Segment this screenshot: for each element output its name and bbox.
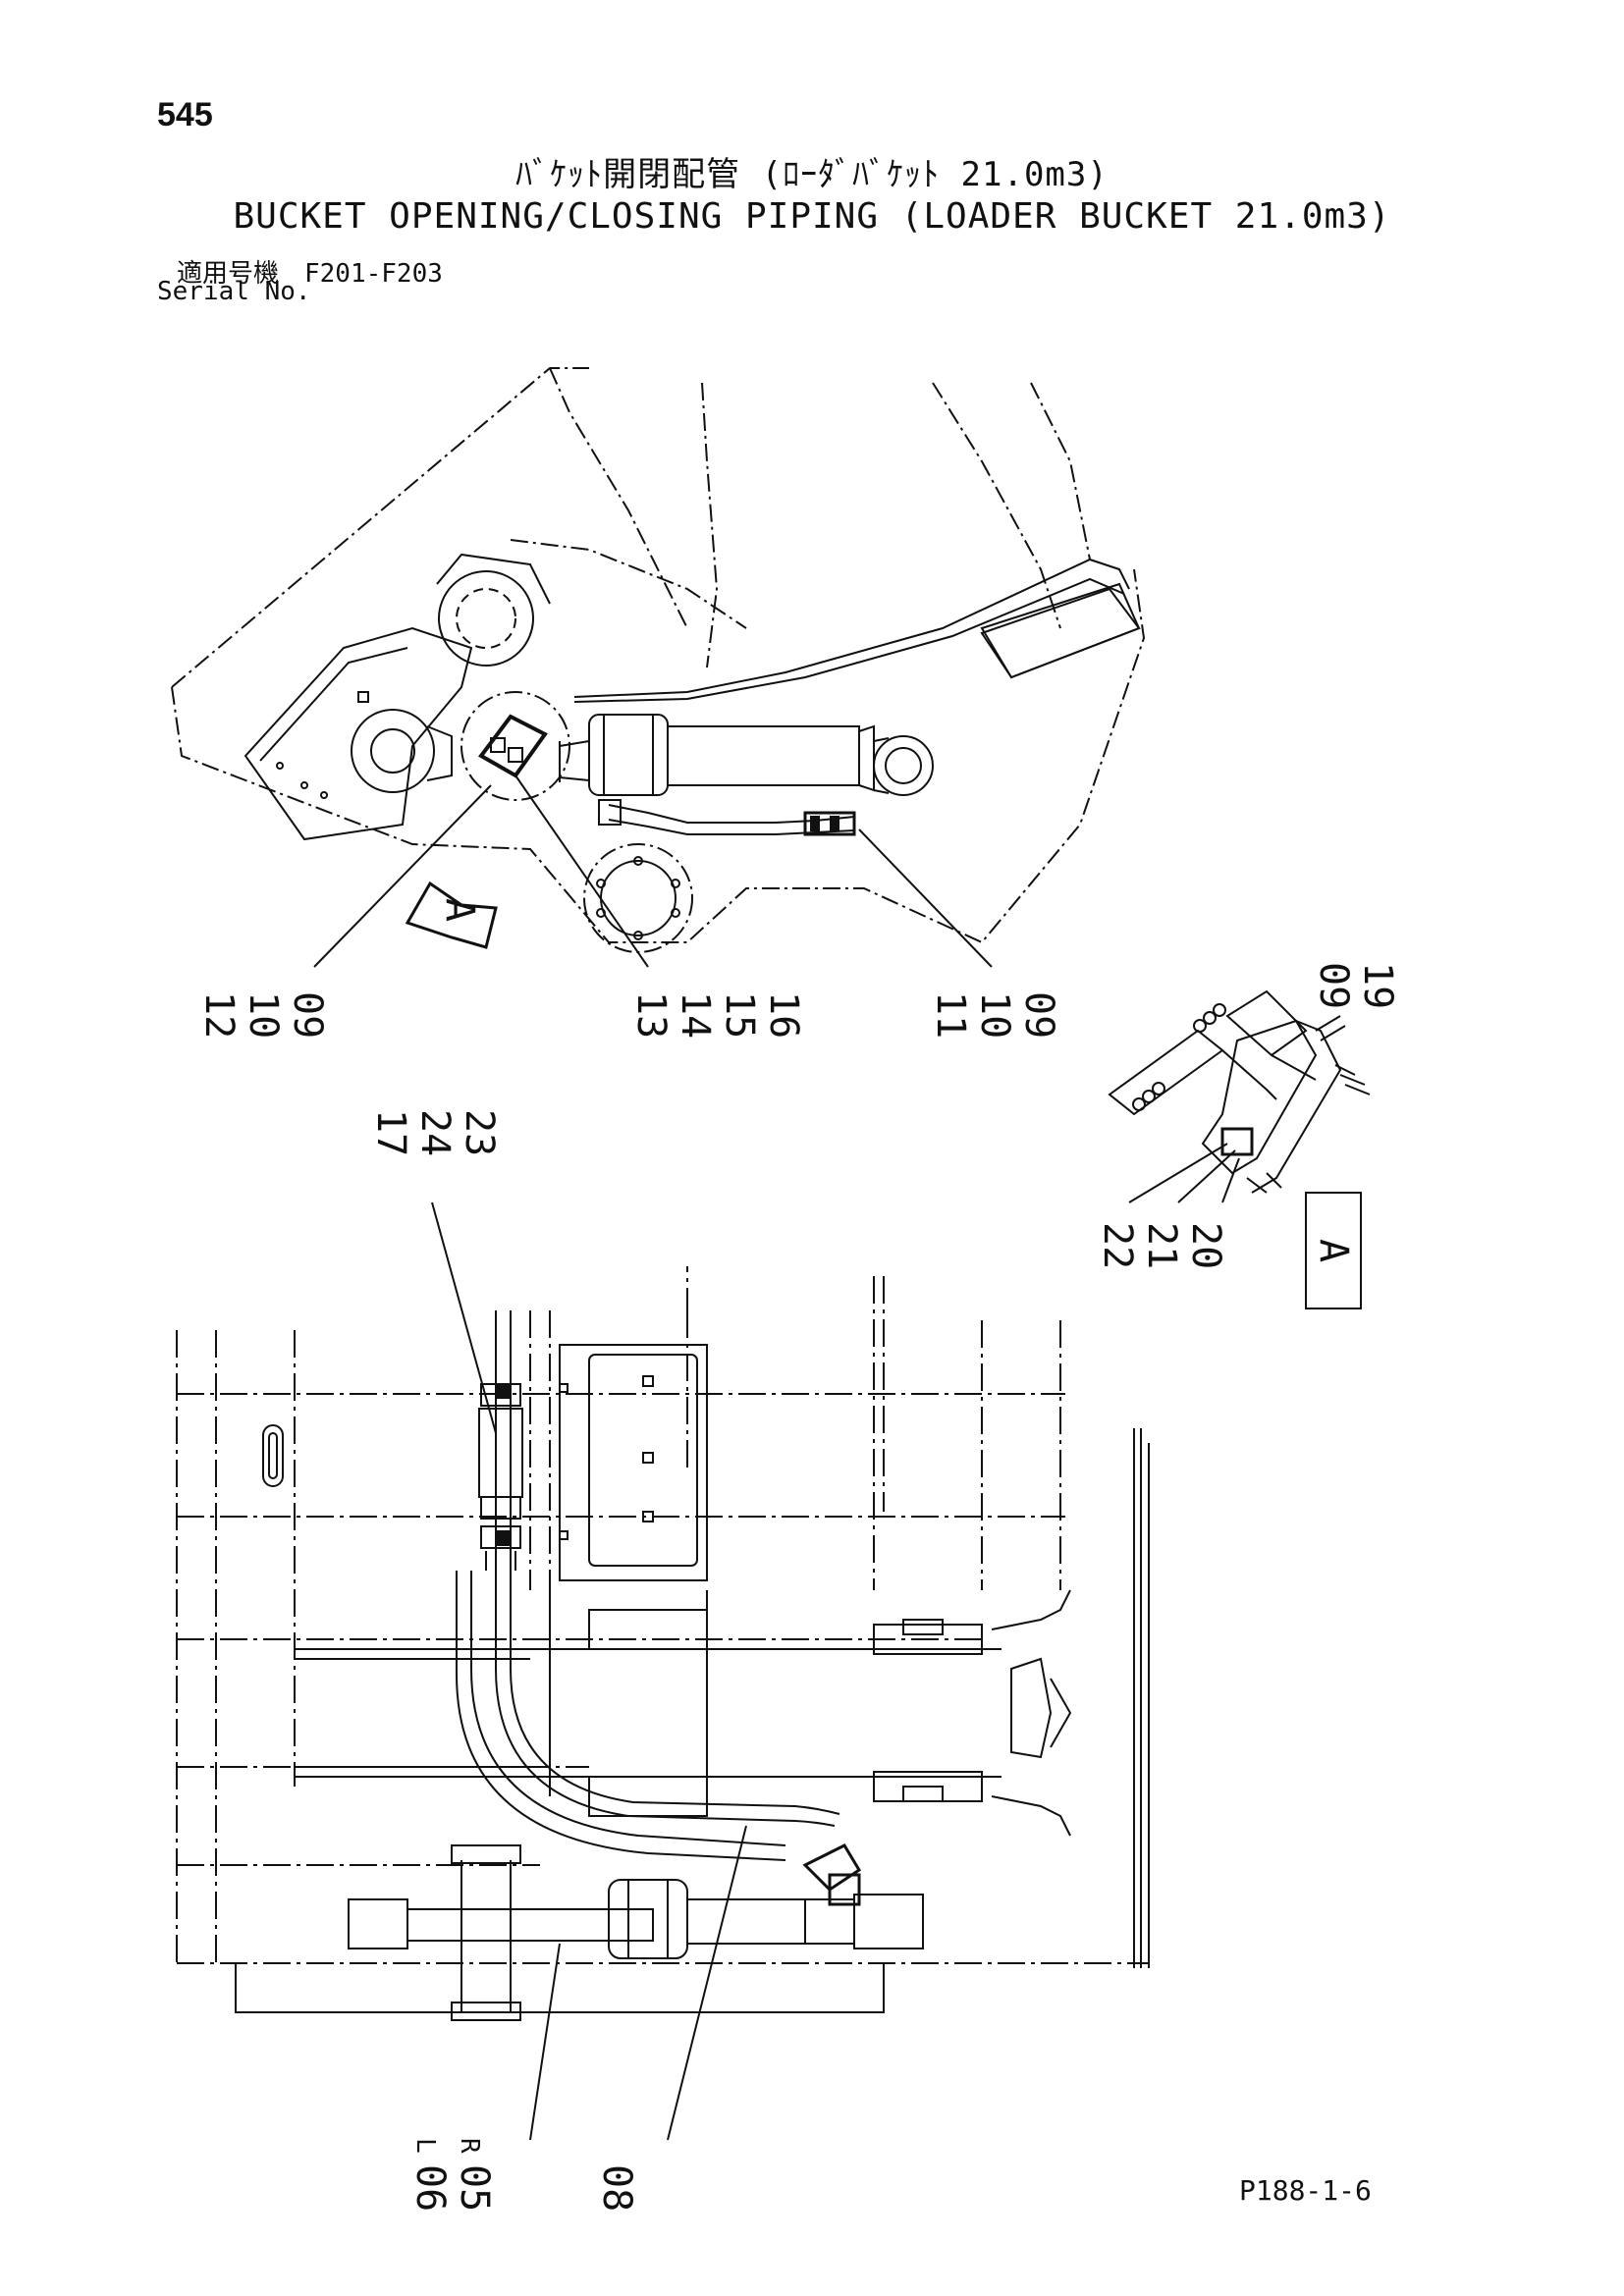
drawing-code: P188-1-6 — [1239, 2174, 1372, 2207]
callout-top-right-2: 10 — [972, 991, 1017, 1039]
detail-a-callout-20: 20 — [1183, 1222, 1228, 1269]
callout-top-left-1: 12 — [196, 991, 242, 1039]
callout-top-left-3: 09 — [285, 991, 330, 1039]
callout-top-mid-3: 15 — [717, 991, 762, 1039]
top-view-drawing — [171, 367, 1146, 968]
title-english: BUCKET OPENING/CLOSING PIPING (LOADER BU… — [233, 196, 1391, 237]
detail-a-box-label: A — [1311, 1239, 1356, 1262]
callout-top-right-1: 11 — [928, 991, 973, 1039]
callout-top-mid-2: 14 — [673, 991, 718, 1039]
callout-top-left-2: 10 — [241, 991, 286, 1039]
bottom-view-drawing — [176, 1201, 1150, 2141]
callout-bottom-23: 23 — [457, 1109, 502, 1156]
detail-a-callout-22: 22 — [1095, 1222, 1140, 1269]
callout-bottom-17: 17 — [368, 1109, 413, 1156]
arrow-a-label: A — [437, 898, 482, 922]
callout-bottom-24: 24 — [412, 1109, 458, 1156]
detail-a-callout-21: 21 — [1139, 1222, 1184, 1269]
detail-a-drawing — [1108, 989, 1371, 1309]
callout-top-mid-4: 16 — [761, 991, 806, 1039]
callout-bottom-06: 06 — [407, 2164, 453, 2212]
page-number: 545 — [157, 96, 213, 133]
title-japanese: ﾊﾞｹｯﾄ開閉配管 (ﾛｰﾀﾞﾊﾞｹｯﾄ 21.0m3) — [515, 155, 1109, 194]
serial-label-english: Serial No. — [157, 277, 311, 306]
callout-labels: 12 10 09 13 14 15 16 11 10 09 A 09 19 22… — [196, 898, 1400, 2212]
side-mark-l: L — [410, 2138, 440, 2154]
callout-top-mid-1: 13 — [628, 991, 674, 1039]
callout-bottom-05: 05 — [452, 2164, 497, 2212]
side-mark-r: R — [455, 2138, 484, 2154]
detail-a-callout-19: 19 — [1355, 962, 1400, 1009]
callout-top-right-3: 09 — [1016, 991, 1061, 1039]
serial-label-japanese: 適用号機 F201-F203 — [177, 259, 443, 289]
detail-a-callout-09: 09 — [1311, 962, 1356, 1009]
callout-bottom-08: 08 — [594, 2164, 639, 2212]
